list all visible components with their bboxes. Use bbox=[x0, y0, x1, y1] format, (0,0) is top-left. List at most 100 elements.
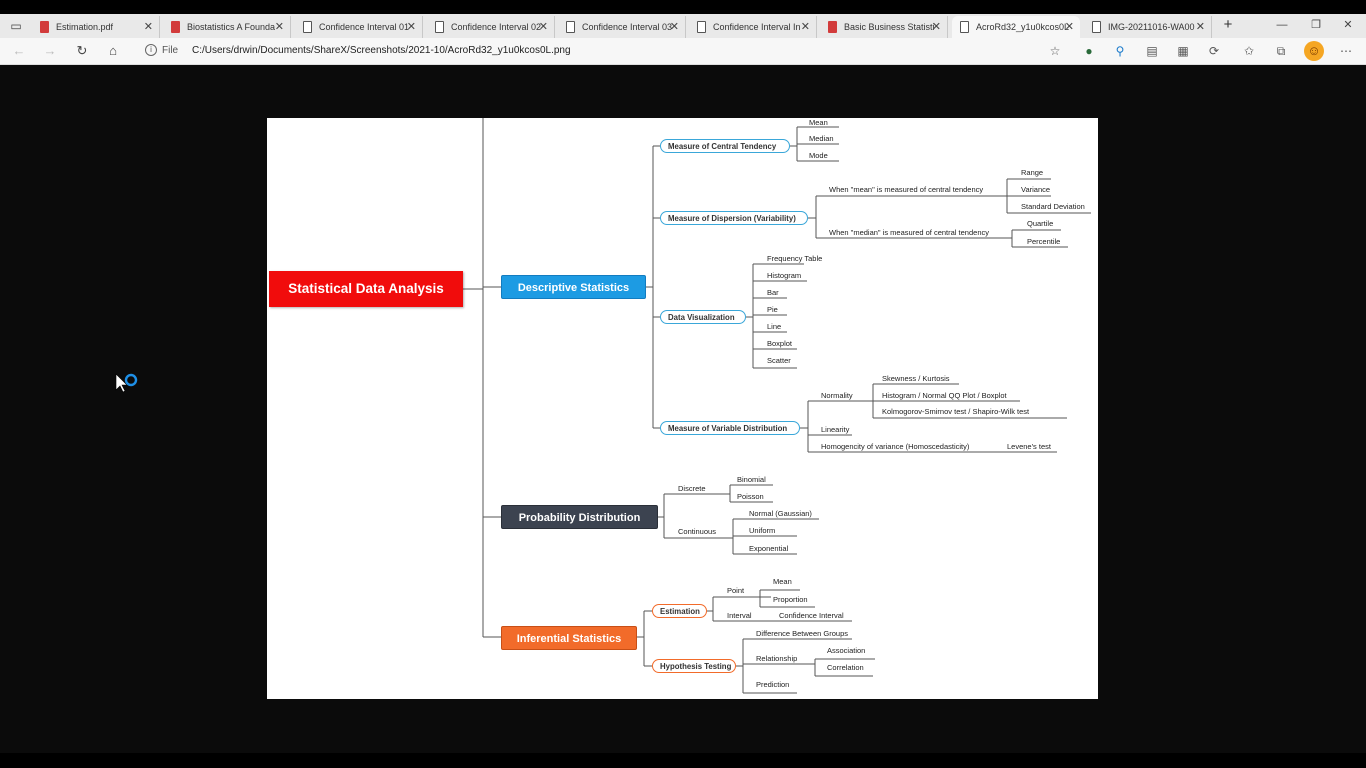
screen-bottom-border bbox=[0, 753, 1366, 768]
tab-basic-business-statistics[interactable]: Basic Business Statisti ✕ bbox=[820, 16, 948, 38]
tab-label: Biostatistics A Founda bbox=[187, 22, 276, 32]
close-icon[interactable]: ✕ bbox=[143, 21, 153, 33]
close-icon[interactable]: ✕ bbox=[800, 21, 810, 33]
document-icon bbox=[303, 21, 312, 33]
branch-probability-distribution: Probability Distribution bbox=[501, 505, 658, 529]
leaf-normal-gaussian: Normal (Gaussian) bbox=[749, 509, 812, 518]
leaf-normality: Normality bbox=[821, 391, 853, 400]
minimize-icon[interactable]: — bbox=[1276, 19, 1288, 31]
node-estimation: Estimation bbox=[652, 604, 707, 618]
mindmap-image: Statistical Data Analysis Descriptive St… bbox=[267, 118, 1098, 699]
leaf-boxplot: Boxplot bbox=[767, 339, 793, 348]
leaf-pie: Pie bbox=[767, 305, 778, 314]
leaf-percentile: Percentile bbox=[1027, 237, 1061, 246]
tab-acrord32-screenshot[interactable]: AcroRd32_y1u0kcos0L ✕ bbox=[952, 16, 1080, 38]
loading-cursor-icon bbox=[115, 373, 138, 393]
document-icon bbox=[435, 21, 444, 33]
document-icon bbox=[566, 21, 575, 33]
leaf-standard-deviation: Standard Deviation bbox=[1021, 202, 1085, 211]
more-menu-icon[interactable]: ⋯ bbox=[1340, 44, 1352, 58]
node-continuous: Continuous bbox=[678, 527, 716, 536]
window-close-icon[interactable]: ✕ bbox=[1343, 19, 1353, 31]
leaf-median-case: When "median" is measured of central ten… bbox=[829, 228, 989, 237]
close-icon[interactable]: ✕ bbox=[274, 21, 284, 33]
branch-inferential-statistics: Inferential Statistics bbox=[501, 626, 637, 650]
leaf-quartile: Quartile bbox=[1027, 219, 1054, 228]
leaf-association: Association bbox=[827, 646, 866, 655]
node-dispersion: Measure of Dispersion (Variability) bbox=[660, 211, 808, 225]
url-text[interactable]: C:/Users/drwin/Documents/ShareX/Screensh… bbox=[192, 45, 571, 56]
extension-globe-icon[interactable]: ● bbox=[1085, 44, 1093, 58]
node-interval: Interval bbox=[727, 611, 752, 620]
profile-avatar[interactable]: ☺ bbox=[1304, 41, 1324, 61]
extension-page-icon[interactable]: ▤ bbox=[1146, 44, 1158, 58]
root-node: Statistical Data Analysis bbox=[269, 271, 463, 307]
leaf-confidence-interval: Confidence Interval bbox=[779, 611, 844, 620]
leaf-mean-case: When "mean" is measured of central tende… bbox=[829, 185, 984, 194]
tab-label: Confidence Interval 02 bbox=[451, 22, 542, 32]
favorite-star-plus-icon[interactable]: ☆ bbox=[1049, 44, 1061, 58]
tab-confidence-interval-02[interactable]: Confidence Interval 02 ✕ bbox=[427, 16, 555, 38]
leaf-mode: Mode bbox=[809, 151, 828, 160]
tab-estimation[interactable]: Estimation.pdf ✕ bbox=[32, 16, 160, 38]
document-icon bbox=[960, 21, 969, 33]
close-icon[interactable]: ✕ bbox=[931, 21, 941, 33]
pdf-icon bbox=[828, 21, 837, 33]
leaf-difference-between-groups: Difference Between Groups bbox=[756, 629, 848, 638]
extension-pin-icon[interactable]: ⚲ bbox=[1115, 44, 1125, 58]
leaf-histogram-qq-boxplot: Histogram / Normal QQ Plot / Boxplot bbox=[882, 391, 1007, 400]
close-icon[interactable]: ✕ bbox=[406, 21, 416, 33]
node-variable-distribution: Measure of Variable Distribution bbox=[660, 421, 800, 435]
leaf-proportion: Proportion bbox=[773, 595, 808, 604]
tab-confidence-interval-01[interactable]: Confidence Interval 01 ✕ bbox=[295, 16, 423, 38]
tab-biostatistics[interactable]: Biostatistics A Founda ✕ bbox=[163, 16, 291, 38]
tab-strip: ▭ Estimation.pdf ✕ Biostatistics A Found… bbox=[0, 14, 1366, 38]
favorites-icon[interactable]: ✩ bbox=[1243, 44, 1255, 58]
refresh-icon[interactable]: ↻ bbox=[76, 43, 88, 58]
document-icon bbox=[697, 21, 706, 33]
leaf-range: Range bbox=[1021, 168, 1044, 177]
node-relationship: Relationship bbox=[756, 654, 798, 663]
close-icon[interactable]: ✕ bbox=[1195, 21, 1205, 33]
screen-top-border bbox=[0, 0, 1366, 14]
new-tab-plus-icon[interactable]: + bbox=[1223, 16, 1233, 33]
extension-grid-icon[interactable]: ▦ bbox=[1177, 44, 1189, 58]
leaf-levenes-test: Levene's test bbox=[1007, 442, 1051, 451]
tab-label: Confidence Interval 01 bbox=[319, 22, 410, 32]
leaf-linearity: Linearity bbox=[821, 425, 850, 434]
restore-icon[interactable]: ❐ bbox=[1311, 19, 1321, 31]
leaf-correlation: Correlation bbox=[827, 663, 864, 672]
tab-confidence-interval-in[interactable]: Confidence Interval In ✕ bbox=[689, 16, 817, 38]
leaf-binomial: Binomial bbox=[737, 475, 766, 484]
home-icon[interactable]: ⌂ bbox=[109, 43, 117, 58]
leaf-prediction: Prediction bbox=[756, 680, 790, 689]
close-icon[interactable]: ✕ bbox=[669, 21, 679, 33]
tab-actions-icon[interactable]: ▭ bbox=[10, 19, 22, 33]
node-discrete: Discrete bbox=[678, 484, 706, 493]
leaf-bar: Bar bbox=[767, 288, 779, 297]
node-point: Point bbox=[727, 586, 745, 595]
connector-lines bbox=[463, 118, 1091, 694]
leaf-variance: Variance bbox=[1021, 185, 1051, 194]
leaf-line: Line bbox=[767, 322, 782, 331]
close-icon[interactable]: ✕ bbox=[538, 21, 548, 33]
extension-refresh-icon[interactable]: ⟳ bbox=[1208, 44, 1220, 58]
node-hypothesis-testing: Hypothesis Testing bbox=[652, 659, 736, 673]
leaf-exponential: Exponential bbox=[749, 544, 789, 553]
branch-descriptive-statistics: Descriptive Statistics bbox=[501, 275, 646, 299]
file-label: File bbox=[162, 45, 179, 56]
leaf-uniform: Uniform bbox=[749, 526, 776, 535]
tab-confidence-interval-03[interactable]: Confidence Interval 03 ✕ bbox=[558, 16, 686, 38]
collections-icon[interactable]: ⧉ bbox=[1276, 44, 1286, 58]
close-icon[interactable]: ✕ bbox=[1064, 21, 1074, 33]
leaf-histogram: Histogram bbox=[767, 271, 802, 280]
leaf-ks-shapiro-test: Kolmogorov-Smirnov test / Shapiro-Wilk t… bbox=[882, 407, 1030, 416]
node-central-tendency: Measure of Central Tendency bbox=[660, 139, 790, 153]
tab-label: AcroRd32_y1u0kcos0L bbox=[976, 22, 1070, 32]
back-arrow-icon[interactable]: ← bbox=[12, 43, 26, 58]
tab-img-20211016[interactable]: IMG-20211016-WA00 ✕ bbox=[1084, 16, 1212, 38]
tab-label: IMG-20211016-WA00 bbox=[1108, 22, 1195, 32]
forward-arrow-icon[interactable]: → bbox=[43, 43, 57, 58]
